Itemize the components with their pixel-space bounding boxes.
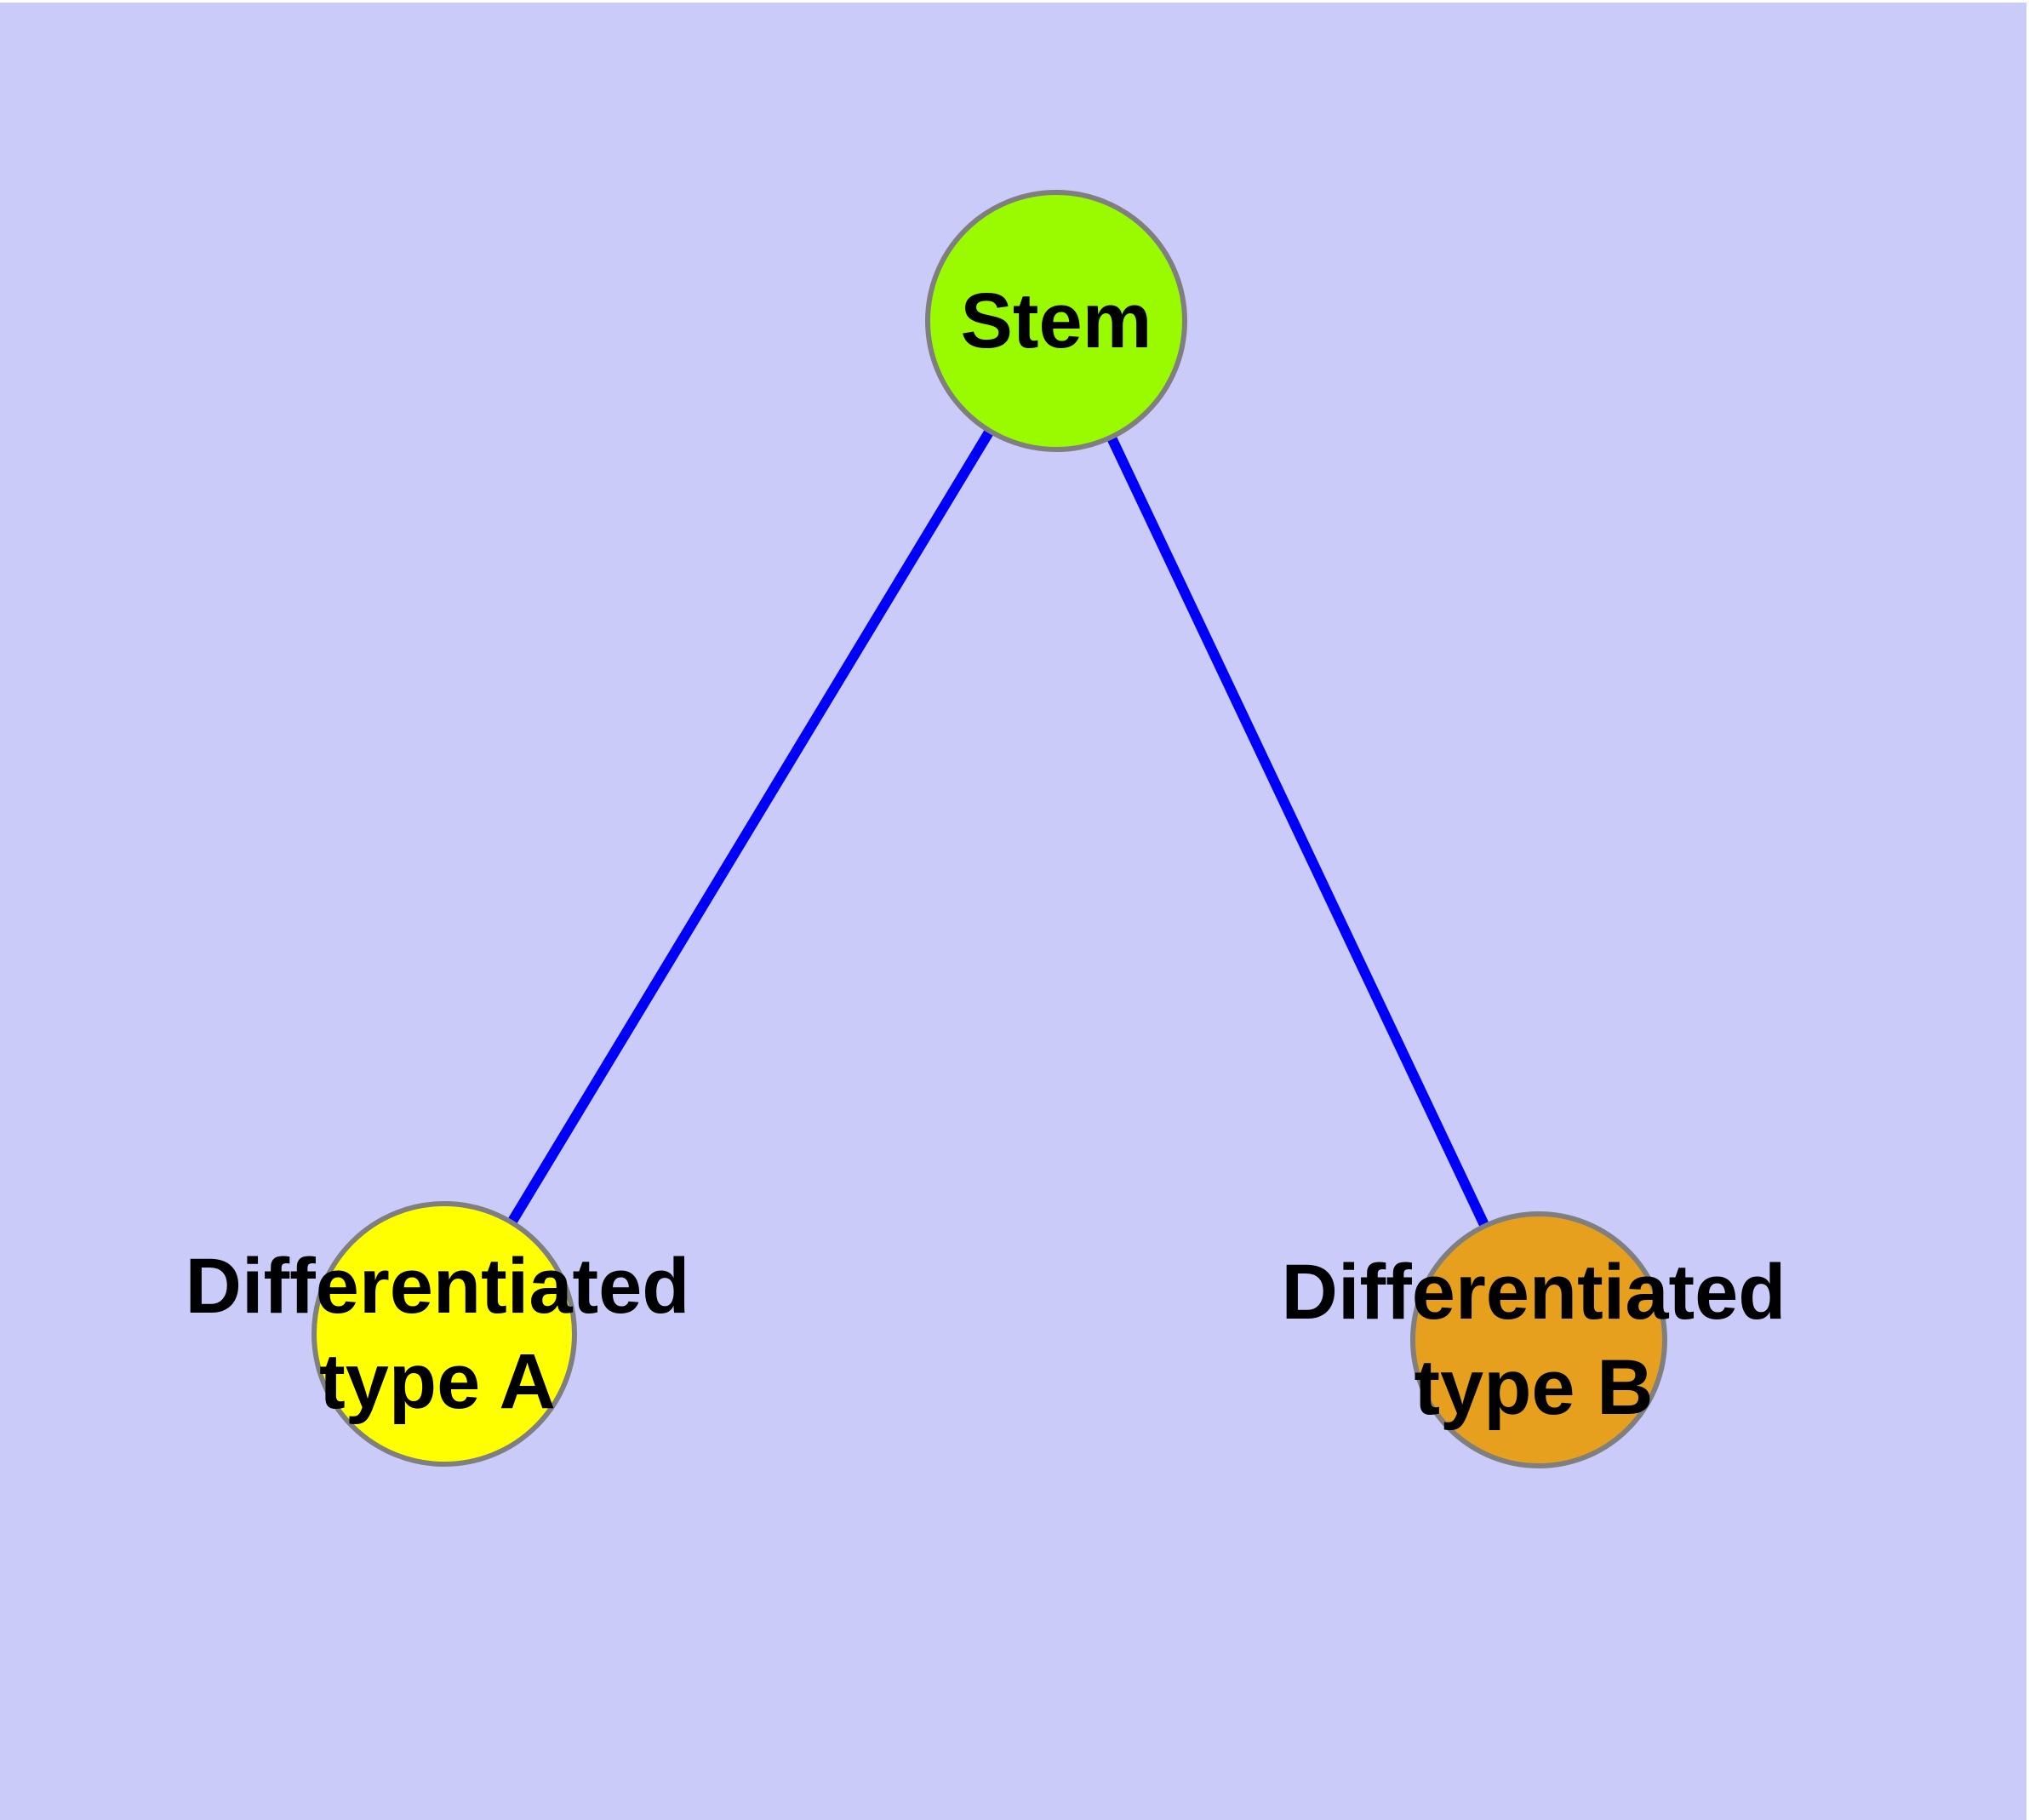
- node-circle-differentiated-type-a: [311, 1201, 577, 1467]
- node-label-type-a-line-1: Differentiated: [185, 1243, 690, 1330]
- node-circle-differentiated-type-b: [1410, 1211, 1667, 1468]
- edge-stem-to-type-a: [439, 318, 1061, 1337]
- node-label-differentiated-type-a: Differentiated type A: [186, 1239, 690, 1429]
- node-label-stem-text: Stem: [960, 278, 1152, 364]
- edge-stem-to-type-b: [1051, 318, 1544, 1342]
- node-label-stem: Stem: [961, 273, 1152, 369]
- node-label-type-a-line-2: type A: [319, 1338, 556, 1425]
- node-label-differentiated-type-b: Differentiated type B: [1282, 1245, 1786, 1435]
- node-label-type-b-line-1: Differentiated: [1281, 1249, 1786, 1336]
- node-label-type-b-line-2: type B: [1414, 1344, 1654, 1431]
- node-circle-stem: [925, 190, 1187, 452]
